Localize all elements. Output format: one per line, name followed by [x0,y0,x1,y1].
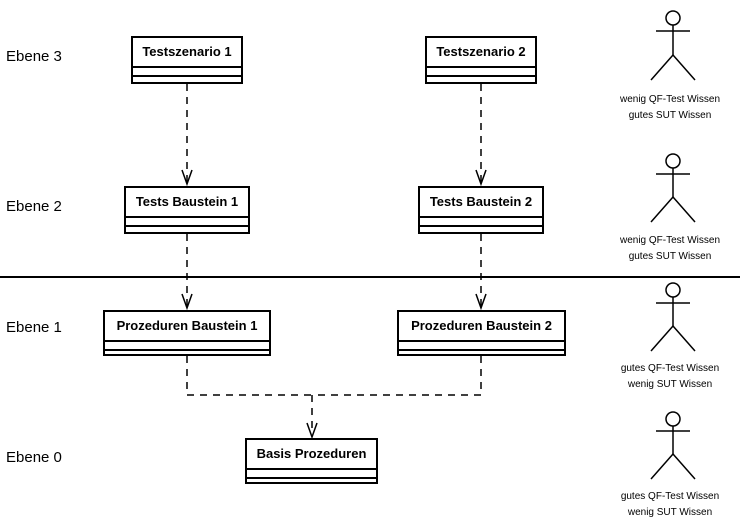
actor-description-line: gutes QF-Test Wissen [620,363,720,374]
actor-icon [650,10,696,81]
class-operations [427,77,535,84]
actor-description: gutes QF-Test Wissen wenig SUT Wissen [600,361,740,393]
class-attributes [247,470,376,479]
class-attributes [126,218,248,227]
actor-icon [650,411,696,480]
level-label-1: Ebene 1 [6,319,62,336]
class-operations [105,351,269,358]
class-operations [126,227,248,234]
class-operations [247,479,376,486]
level-label-2: Ebene 2 [6,198,62,215]
class-prozeduren-baustein-1[interactable]: Prozeduren Baustein 1 [103,310,271,356]
dependency-pb1-basis [186,356,312,396]
arrowhead-basis [306,422,318,440]
class-tests-baustein-1[interactable]: Tests Baustein 1 [124,186,250,234]
class-name: Prozeduren Baustein 1 [105,312,269,342]
class-attributes [105,342,269,351]
class-name: Prozeduren Baustein 2 [399,312,564,342]
arrowhead-tb2 [475,169,487,187]
class-testszenario-2[interactable]: Testszenario 2 [425,36,537,84]
class-operations [133,77,241,84]
actor-description-line: wenig QF-Test Wissen [619,94,721,105]
actor-icon [650,282,696,352]
actor-description-line: gutes QF-Test Wissen [620,491,720,502]
class-name: Tests Baustein 2 [420,188,542,218]
class-tests-baustein-2[interactable]: Tests Baustein 2 [418,186,544,234]
class-operations [399,351,564,358]
actor-description-line: wenig SUT Wissen [627,379,713,390]
level-label-3: Ebene 3 [6,48,62,65]
class-name: Tests Baustein 1 [126,188,248,218]
class-attributes [133,68,241,77]
actor-icon [650,153,696,223]
class-operations [420,227,542,234]
class-testszenario-1[interactable]: Testszenario 1 [131,36,243,84]
arrowhead-pb1 [181,293,193,311]
class-basis-prozeduren[interactable]: Basis Prozeduren [245,438,378,484]
arrowhead-pb2 [475,293,487,311]
class-attributes [427,68,535,77]
actor-description: wenig QF-Test Wissen gutes SUT Wissen [600,233,740,265]
dependency-pb2-basis [312,356,482,396]
actor-description: gutes QF-Test Wissen wenig SUT Wissen [600,489,740,521]
actor-description-line: wenig SUT Wissen [627,507,713,518]
class-prozeduren-baustein-2[interactable]: Prozeduren Baustein 2 [397,310,566,356]
class-name: Testszenario 2 [427,38,535,68]
actor-description-line: wenig QF-Test Wissen [619,235,721,246]
class-attributes [420,218,542,227]
class-name: Basis Prozeduren [247,440,376,470]
arrowhead-tb1 [181,169,193,187]
actor-description-line: gutes SUT Wissen [628,110,712,121]
level-label-0: Ebene 0 [6,449,62,466]
class-name: Testszenario 1 [133,38,241,68]
class-attributes [399,342,564,351]
actor-description: wenig QF-Test Wissen gutes SUT Wissen [600,92,740,124]
actor-description-line: gutes SUT Wissen [628,251,712,262]
